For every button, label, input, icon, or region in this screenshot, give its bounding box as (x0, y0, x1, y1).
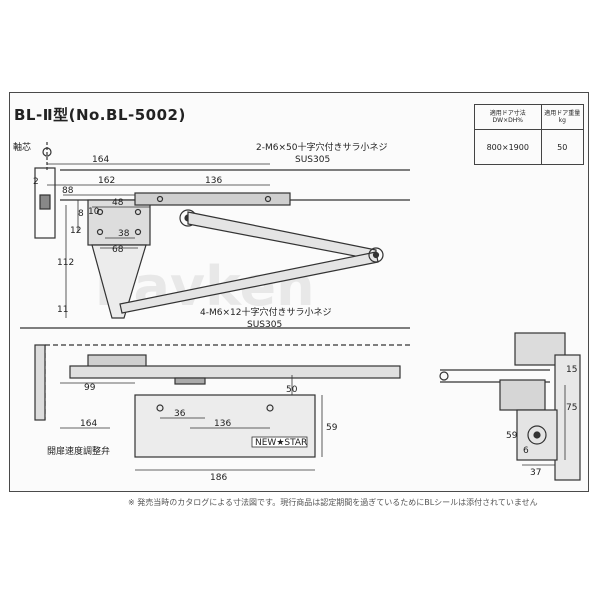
screw-top-label: 2-M6×50十字穴付きサラ小ネジ (256, 141, 387, 153)
screw-mid-label: 4-M6×12十字穴付きサラ小ネジ (200, 306, 331, 318)
dim-15: 15 (566, 365, 577, 375)
sus-top-label: SUS305 (295, 155, 330, 165)
speed-valve-label: 開扉速度調整弁 (47, 445, 110, 457)
dim-186: 186 (210, 473, 227, 483)
dim-112: 112 (57, 258, 74, 268)
dim-11: 11 (57, 305, 68, 315)
top-view (34, 142, 410, 319)
dim-8: 8 (78, 209, 84, 219)
spec-value-weight: 50 (540, 129, 585, 165)
dim-164-top: 164 (92, 155, 109, 165)
dim-75: 75 (566, 403, 577, 413)
spec-value-size: 800×1900 (474, 129, 542, 165)
dim-99: 99 (84, 383, 96, 393)
brand-plate (251, 436, 308, 448)
brand-text: NEW★STAR (255, 438, 307, 448)
dim-50: 50 (286, 385, 298, 395)
dim-37: 37 (530, 468, 541, 478)
dim-12: 12 (70, 226, 81, 236)
dim-48: 48 (112, 198, 124, 208)
dim-59: 59 (326, 423, 338, 433)
dim-38: 38 (118, 229, 130, 239)
dim-164-bot: 164 (80, 419, 97, 429)
dim-36: 36 (174, 409, 186, 419)
arm-rail (69, 365, 401, 379)
dim-136-top: 136 (205, 176, 222, 186)
footnote: ※ 発売当時のカタログによる寸法図です。現行商品は認定期間を過ぎているためにBL… (128, 498, 538, 507)
dim-68: 68 (112, 245, 124, 255)
dim-162: 162 (98, 176, 115, 186)
drawing-title: BL-Ⅱ型(No.BL-5002) (14, 106, 186, 124)
side-view (439, 332, 581, 481)
arm-joint (368, 247, 384, 263)
pivot-label: 軸芯 (13, 141, 31, 153)
dim-10: 10 (88, 207, 100, 217)
adjust-screw (527, 425, 547, 445)
spec-header-size: 適用ドア寸法 DW×DH% (474, 104, 542, 130)
dim-2: 2 (33, 177, 39, 187)
sus-mid-label: SUS305 (247, 320, 282, 330)
dim-136-bot: 136 (214, 419, 231, 429)
dim-88: 88 (62, 186, 74, 196)
hinge-bracket (34, 167, 56, 239)
spec-table: 適用ドア寸法 DW×DH% 適用ドア重量 kg 800×1900 50 (474, 104, 585, 165)
dim-6: 6 (523, 446, 529, 456)
dim-59-side: 59 (506, 431, 518, 441)
front-view (20, 327, 410, 471)
spec-header-weight: 適用ドア重量 kg (540, 104, 585, 130)
